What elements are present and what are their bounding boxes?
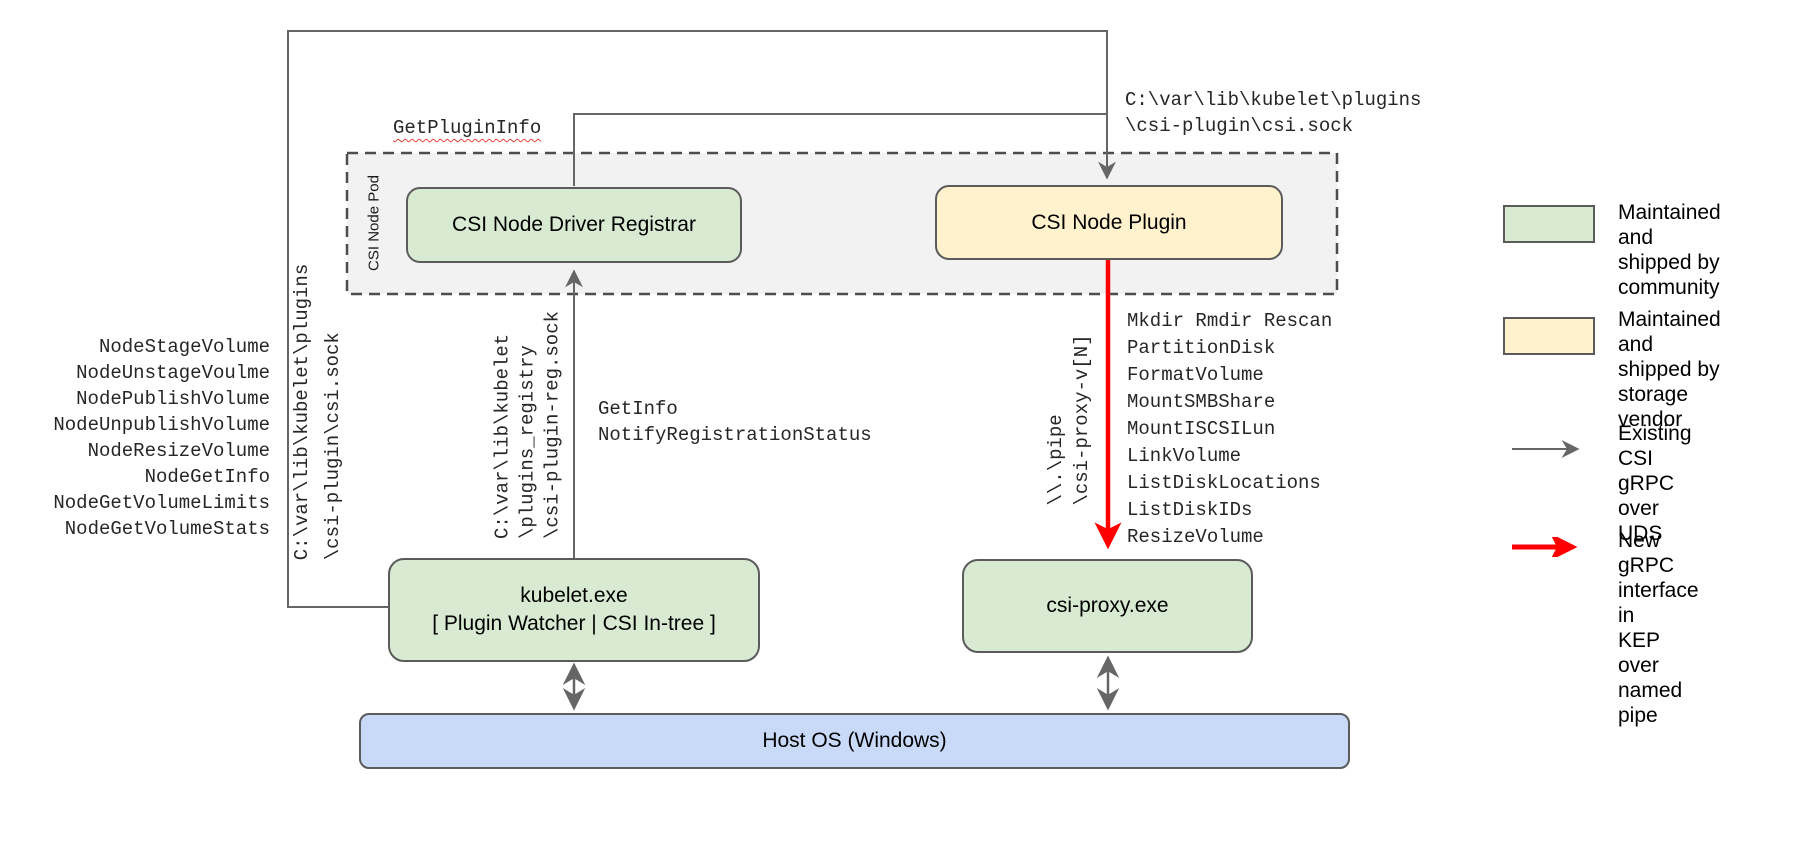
legend-gray-arrow-icon [1512,440,1580,458]
node-methods-list: NodeStageVolume NodeUnstageVoulme NodePu… [53,336,270,540]
host-os-box: Host OS (Windows) [359,713,1350,769]
csi-node-driver-registrar-box: CSI Node Driver Registrar [406,187,742,263]
legend-red-arrow-icon [1512,537,1578,557]
csi-proxy-label: csi-proxy.exe [1046,594,1169,617]
legend-community-green-swatch [1503,205,1595,243]
csi-proxy-api-list: Mkdir Rmdir Rescan PartitionDisk FormatV… [1127,310,1333,548]
csi-node-plugin-label: CSI Node Plugin [1031,210,1187,234]
csi-node-plugin-box: CSI Node Plugin [935,185,1283,260]
csi-node-pod-label: CSI Node Pod [365,175,383,271]
registrar-getplugininfo-line [573,113,1106,186]
kubelet-to-plugin-line [287,30,1116,608]
registration-sock-rotated-label: C:\var\lib\kubelet \plugins_registry \cs… [491,310,564,540]
legend-vendor-yellow-swatch [1503,317,1595,355]
host-os-label: Host OS (Windows) [762,729,947,752]
csi-proxy-box: csi-proxy.exe [962,559,1253,653]
legend-new-grpc-label: New gRPC interface in KEP over named pip… [1618,529,1699,727]
kubelet-sublabel: [ Plugin Watcher | CSI In-tree ] [432,612,716,635]
legend-vendor-label: Maintained and shipped by storage vendor [1618,308,1721,431]
registration-calls-label: GetInfo NotifyRegistrationStatus [598,398,872,446]
kubelet-label: kubelet.exe [520,584,628,607]
legend-existing-grpc-label: Existing CSI gRPC over UDS [1618,422,1692,545]
kubelet-box: kubelet.exe [ Plugin Watcher | CSI In-tr… [388,558,760,662]
csi-node-driver-registrar-label: CSI Node Driver Registrar [452,213,696,236]
getplugininfo-label: GetPluginInfo [393,117,542,139]
legend-community-label: Maintained and shipped by community [1618,201,1721,299]
csi-sock-path-rotated-label: C:\var\lib\kubelet\plugins \csi-plugin\c… [291,263,344,561]
csi-sock-path-label: C:\var\lib\kubelet\plugins \csi-plugin\c… [1125,89,1422,137]
named-pipe-rotated-label: \\.\pipe \csi-proxy-v[N] [1045,334,1093,506]
